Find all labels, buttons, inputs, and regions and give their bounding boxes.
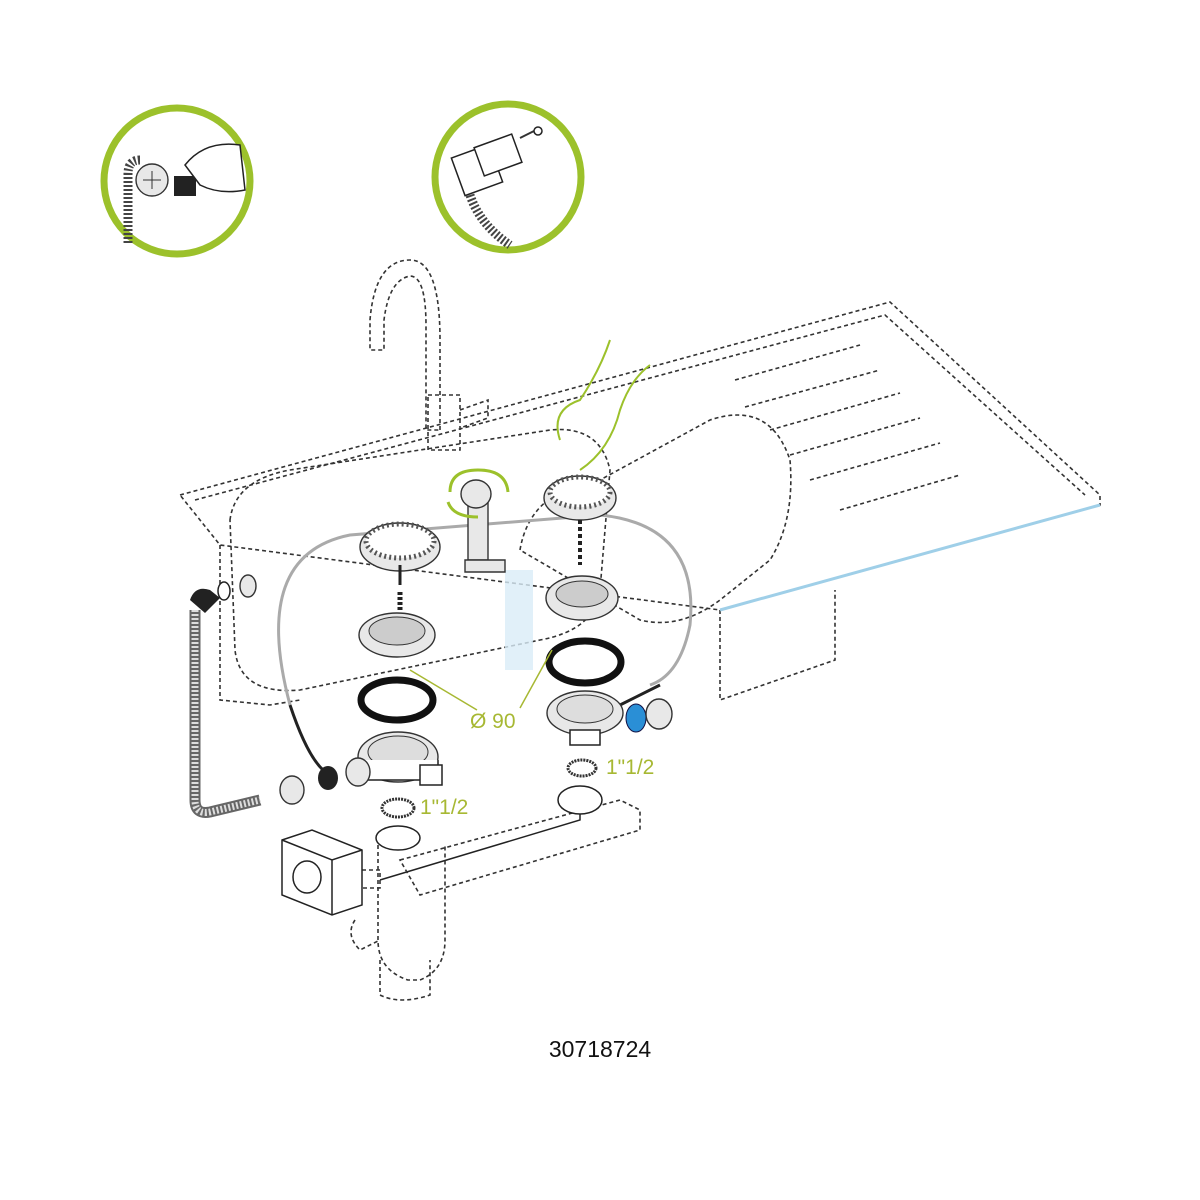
siphon-trap	[350, 785, 641, 1001]
left-strainer-assembly	[318, 521, 443, 819]
drain-control-knob	[446, 468, 510, 573]
right-strainer-assembly	[543, 474, 673, 778]
blue-seal	[625, 703, 647, 733]
callout-hose-connection	[100, 104, 254, 258]
washing-machine-icon	[281, 829, 363, 916]
remote-control-cable	[277, 513, 693, 706]
diameter-leader-lines	[409, 649, 553, 711]
thread-size-label-left: 1"1/2	[420, 796, 469, 819]
thread-size-label-right: 1"1/2	[606, 756, 655, 779]
faucet-outline	[369, 259, 489, 451]
sink-outline	[178, 301, 1101, 706]
diameter-label: Ø 90	[470, 710, 516, 733]
drain-hose	[189, 574, 305, 818]
callout-overflow-connection	[431, 100, 585, 254]
drainboard-ribs	[734, 344, 961, 511]
hand-outline	[556, 339, 651, 471]
product-code: 30718724	[548, 1036, 652, 1062]
